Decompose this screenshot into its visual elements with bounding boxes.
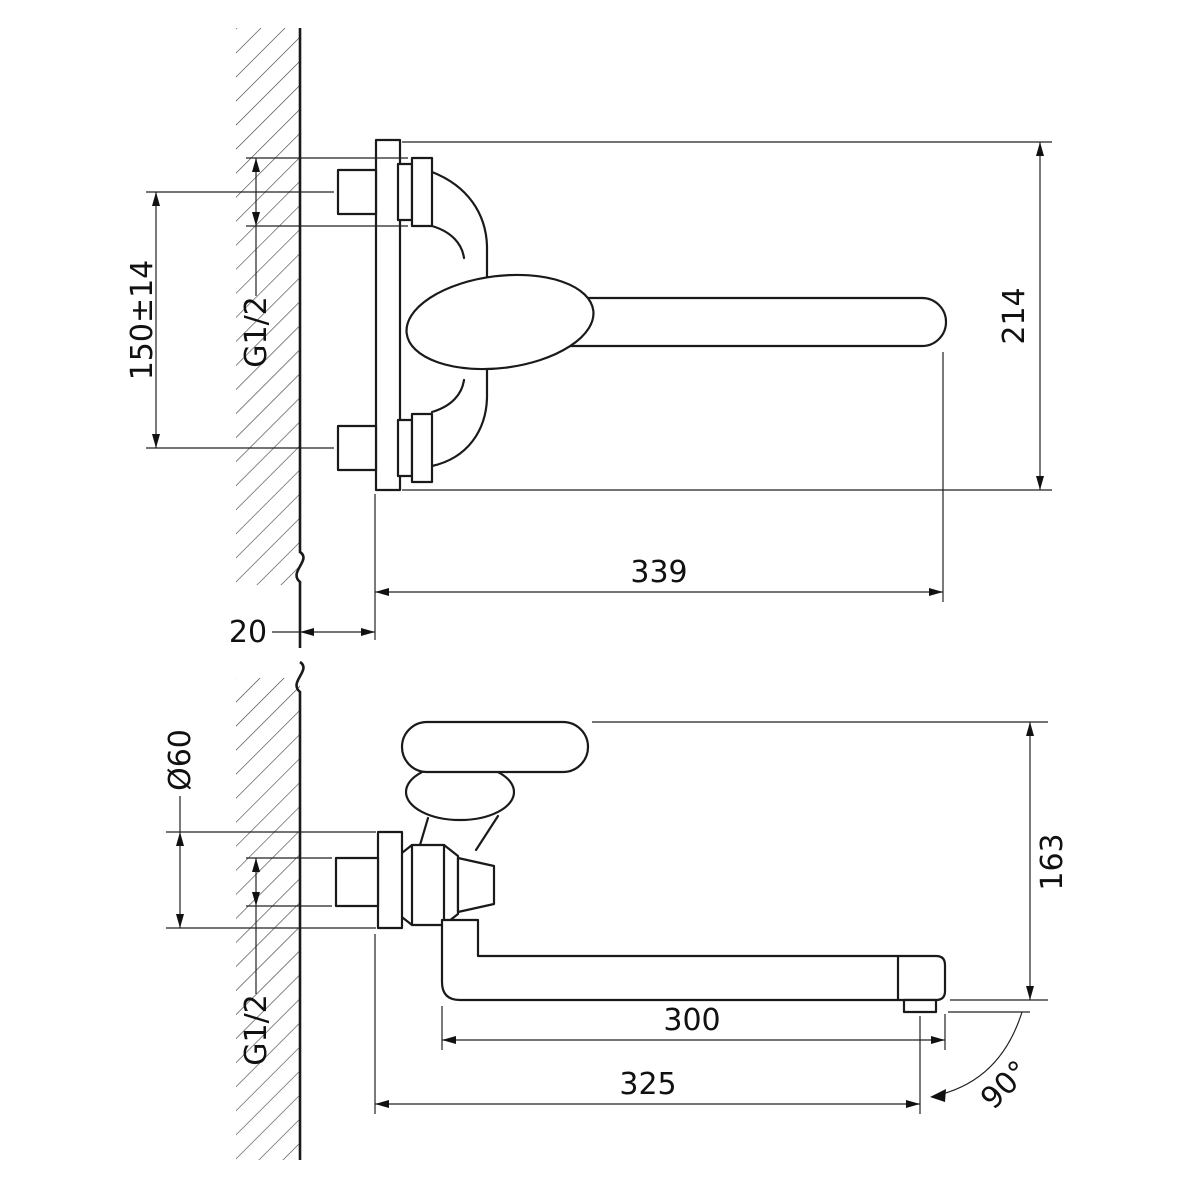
dim-label-spout-length: 339 [630,555,687,590]
swivel-spout [440,918,947,1002]
dim-300: 300 [441,1003,946,1050]
faucet-bottom-view [334,720,947,1014]
dim-label-swivel-angle: 90° [974,1054,1036,1116]
dim-label-depth: 163 [1035,833,1070,890]
lever-handle [400,720,590,774]
upper-wall-nut [336,168,378,216]
wall-section-bottom [236,660,305,1160]
upper-union-step [396,162,414,222]
body-detail-upper [430,224,466,260]
faucet-top-view [336,138,948,492]
lower-union [410,412,434,484]
dim-20: 20 [229,615,375,650]
body-detail-lower [430,378,466,414]
hex-union [396,843,460,927]
union-cone [456,856,496,914]
dim-label-thread-top: G1/2 [239,296,274,368]
dim-label-flange-diameter: Ø60 [163,729,198,791]
dim-60: Ø60 [163,729,376,929]
neck-line-left [418,816,430,847]
neck-line-right [474,814,500,852]
wall-section-top [236,28,305,648]
dim-214: 214 [402,141,1052,491]
dim-label-thread-bottom: G1/2 [239,994,274,1066]
dim-label-spout-reach: 300 [663,1003,720,1038]
escutcheon [376,830,404,930]
lower-wall-nut [336,424,378,472]
handle-cap [405,273,595,371]
aerator-nozzle [902,998,938,1014]
dim-g12-top: G1/2 [239,157,408,368]
dim-g12-bottom: G1/2 [239,857,332,1066]
mounting-plate [374,138,402,492]
upper-union [410,156,434,228]
lower-union-step [396,418,414,478]
dim-label-wall-offset: 20 [229,615,267,650]
dimensions-top-view: 150±14 G1/2 214 339 [125,141,1052,650]
spout [538,296,948,348]
dim-150: 150±14 [125,191,334,449]
dim-label-spacing: 150±14 [125,260,160,381]
dim-325: 325 [374,934,921,1114]
dim-label-total-reach: 325 [619,1067,676,1102]
dim-90: 90° [930,1011,1036,1116]
dim-label-height: 214 [997,287,1032,344]
dim-339: 339 [374,352,944,640]
dim-163: 163 [592,721,1070,1001]
wall-nut [334,856,380,908]
